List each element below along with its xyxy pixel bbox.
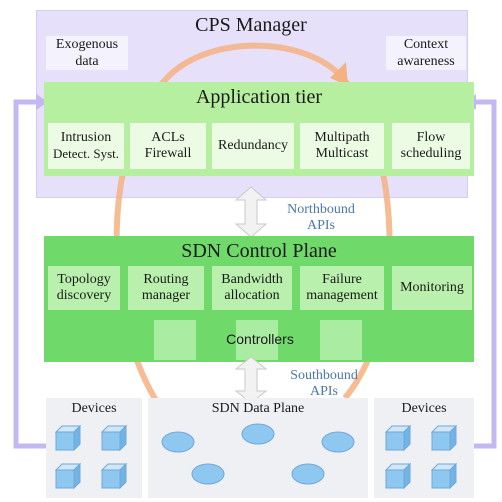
context-awareness-box: Context awareness (386, 36, 466, 70)
control-plane-title: SDN Control Plane (181, 239, 337, 262)
southbound-double-arrow (234, 356, 268, 404)
controller-block (154, 320, 196, 360)
ctrl-item-monitoring: Monitoring (392, 266, 472, 310)
devices-left-cubes (54, 424, 128, 490)
data-plane-switches (161, 423, 355, 485)
devices-right-cubes (384, 424, 458, 490)
app-item-line2: Detect. Syst. (52, 146, 120, 161)
northbound-line1: Northbound (287, 202, 355, 217)
cps-manager-title: CPS Manager (195, 13, 307, 36)
ctrl-item-line1: Topology (57, 272, 111, 287)
app-item-line1: Flow (416, 130, 446, 145)
controller-block (236, 320, 278, 360)
ctrl-item-line1: Failure (322, 272, 362, 287)
ctrl-item-line2: management (306, 288, 378, 303)
ctrl-item-line1: Monitoring (400, 280, 464, 295)
app-item-line2: Firewall (144, 146, 192, 161)
application-tier-title: Application tier (195, 85, 323, 108)
app-item-line1: ACLs (151, 130, 185, 145)
ctrl-item-line2: allocation (224, 288, 280, 303)
controller-block (320, 320, 362, 360)
app-item-line1: Multipath (314, 130, 370, 145)
app-item-redundancy: Redundancy (212, 123, 294, 169)
app-item-line1: Intrusion (60, 130, 112, 145)
northbound-line2: APIs (306, 218, 335, 233)
app-item-line2: scheduling (400, 146, 462, 161)
northbound-double-arrow (234, 186, 268, 238)
ctrl-item-line1: Routing (143, 272, 189, 287)
app-item-line1: Redundancy (218, 138, 288, 153)
ctrl-item-line2: discovery (56, 288, 112, 303)
exogenous-data-box: Exogenous data (46, 36, 128, 70)
southbound-line1: Southbound (290, 368, 358, 383)
data-plane-title: SDN Data Plane (211, 401, 305, 416)
controllers-label: Controllers (226, 331, 294, 347)
app-item-line2: Multicast (315, 146, 369, 161)
ctrl-item-line1: Bandwidth (221, 272, 283, 287)
devices-right-label: Devices (401, 401, 447, 416)
southbound-line2: APIs (309, 384, 338, 399)
ctrl-item-line2: manager (141, 288, 191, 303)
devices-left-label: Devices (71, 401, 117, 416)
